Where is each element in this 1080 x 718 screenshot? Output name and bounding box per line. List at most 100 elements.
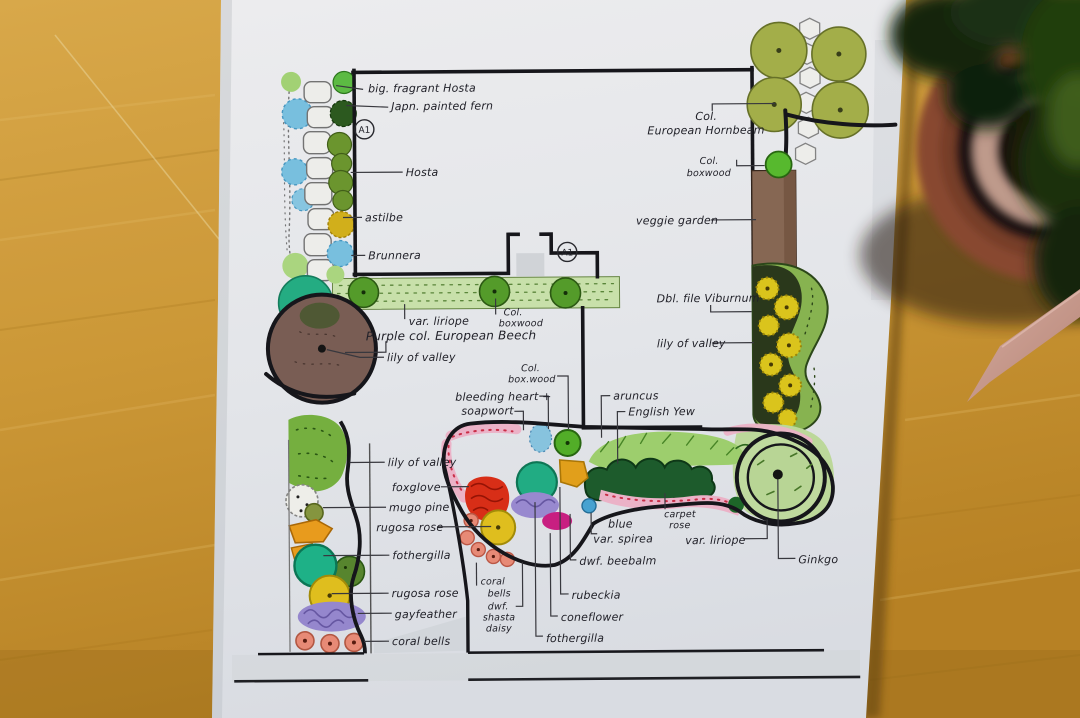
leader-line (710, 304, 752, 313)
lily-of-valley-mass (288, 414, 348, 492)
leader-line (559, 486, 569, 595)
leader-lines (323, 84, 796, 642)
rose-dots (447, 428, 514, 495)
speckle-dots-2 (282, 116, 288, 253)
wood-grain-light (0, 93, 1080, 602)
label-rugosa-rose-2: rugosa rose (392, 587, 459, 600)
label-veggie-garden: veggie garden (636, 214, 718, 228)
wall-top (351, 67, 754, 75)
speckle-dots (287, 91, 297, 285)
beebalm-scribble (515, 498, 556, 508)
label-aruncus: aruncus (613, 389, 659, 402)
fern-plant (329, 99, 357, 128)
leader-line (515, 562, 524, 607)
label-blue-spirea-2: var. spirea (593, 532, 653, 545)
leader-line (539, 395, 550, 430)
bed-left-line (287, 439, 291, 652)
leader-line (557, 375, 570, 429)
label-japn-painted-fern: Japn. painted fern (389, 99, 493, 113)
label-lily-of-valley-right: lily of valley (657, 337, 726, 350)
label-soapwort: soapwort (461, 404, 514, 417)
walkway-right-line (442, 463, 470, 653)
potted-plant (860, 0, 1080, 402)
label-col-boxwood-center-1: Col. (521, 363, 540, 374)
label-english-yew: English Yew (628, 405, 695, 418)
leader-line (616, 410, 626, 464)
path-edge-curve (784, 112, 898, 128)
beech-stipple (294, 331, 346, 369)
left-border-bed (280, 70, 357, 295)
label-coral-bells-c-2: bells (488, 588, 511, 599)
label-viburnum: Dbl. file Viburnum (657, 292, 760, 306)
ginkgo-trunk-dot (772, 469, 783, 480)
label-col-boxwood-strip-2: boxwood (499, 318, 544, 329)
hornbeam-group (746, 17, 898, 173)
bed-swoosh-edge (264, 372, 357, 399)
label-coral-bells-left: coral bells (392, 635, 451, 648)
label-fothergilla-center: fothergilla (546, 632, 604, 645)
label-rugosa-rose-1: rugosa rose (376, 521, 443, 534)
label-carpet-rose-2: rose (669, 520, 690, 531)
lower-left-bed (285, 414, 367, 654)
plant-blob (326, 265, 345, 284)
label-purple-beech: Purple col. European Beech (366, 328, 537, 343)
lily-dots (295, 427, 336, 480)
viburnum-dots (803, 287, 816, 411)
label-big-fragrant-hosta: big. fragrant Hosta (368, 82, 476, 96)
label-mugo-pine: mugo pine (389, 501, 450, 514)
rudbeckia-orange (558, 459, 589, 488)
bleeding-heart-patch (528, 423, 553, 453)
label-col-boxwood-tr-1: Col. (700, 156, 719, 167)
label-blue-spirea-1: blue (608, 517, 633, 530)
blue-spirea-dot (581, 498, 597, 514)
stepping-stones (302, 80, 335, 282)
gayfeather-purple (297, 601, 366, 632)
hosta-plant (332, 189, 354, 212)
walkway-left-line (368, 443, 372, 654)
aruncus-mass (588, 431, 744, 468)
label-lily-of-valley-beech: lily of valley (387, 351, 456, 364)
label-col-boxwood-tr-2: boxwood (687, 168, 732, 179)
leader-line (777, 479, 796, 560)
label-col-boxwood-center-2: box.wood (508, 374, 556, 385)
label-hornbeam-1: Col. (695, 110, 717, 123)
label-coneflower: coneflower (561, 611, 625, 624)
label-var-liriope: var. liriope (409, 315, 469, 328)
label-fothergilla-left: fothergilla (392, 549, 450, 562)
paper-shading-band (232, 650, 860, 682)
central-bed (441, 420, 835, 568)
leader-line (326, 349, 384, 358)
strip-boxwood-balls (347, 275, 582, 309)
wall-bottom-left (352, 232, 520, 277)
carpet-rose-band-bottom (598, 489, 742, 516)
leader-line (600, 395, 611, 438)
label-bleeding-heart: bleeding heart + (455, 390, 551, 404)
beech-group (264, 274, 378, 405)
wood-grain-dark (0, 149, 1080, 681)
brunnera-plant (326, 239, 354, 268)
a1-marker-door: A1 (557, 241, 578, 263)
label-lily-of-valley-ll: lily of valley (388, 456, 457, 469)
leader-line (344, 341, 387, 354)
lower-left-bed-edge (338, 420, 367, 654)
rugosa-orange-1 (288, 518, 334, 544)
aruncus-sketch (599, 432, 735, 456)
leader-line (549, 533, 558, 617)
foxglove-scribble (470, 482, 504, 512)
pink-ribbon (967, 289, 1080, 402)
leader-line (569, 513, 577, 561)
label-ginkgo: Ginkgo (798, 553, 838, 566)
a1-marker-top-text: A1 (358, 126, 370, 136)
leader-line (335, 84, 364, 90)
label-astilbe: astilbe (365, 211, 403, 224)
a1-marker-door-text: A1 (561, 248, 573, 258)
sidewalk-lines (234, 648, 861, 683)
leader-line (743, 519, 768, 540)
label-col-boxwood-strip-1: Col. (504, 307, 523, 318)
leader-line (590, 512, 598, 535)
plant-blob (282, 252, 309, 279)
label-rubeckia: rubeckia (572, 589, 621, 602)
label-coral-bells-c-1: coral (481, 576, 506, 587)
